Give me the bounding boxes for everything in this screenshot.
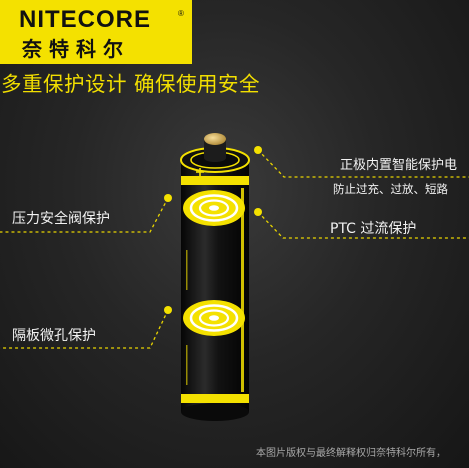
callout-positive-title: 正极内置智能保护电 xyxy=(340,158,458,173)
leader-line-ptc xyxy=(257,211,469,239)
callout-dot-icon xyxy=(254,208,262,216)
target-ring-icon xyxy=(183,190,245,226)
battery-side-stripe xyxy=(241,188,244,392)
callout-dot-icon xyxy=(164,306,172,314)
headline: 多重保护设计 确保使用安全 xyxy=(1,72,261,96)
leader-line-positive xyxy=(257,149,469,178)
battery-side-stripe-thin xyxy=(186,345,188,385)
battery-bottom xyxy=(181,403,249,421)
plus-mark-icon xyxy=(196,168,204,176)
callout-separator: 隔板微孔保护 xyxy=(12,328,96,344)
callout-positive-detail: 防止过充、过放、短路 xyxy=(333,182,448,196)
brand-name: NITECORE xyxy=(19,6,152,33)
callout-dot-icon xyxy=(164,194,172,202)
callout-dot-icon xyxy=(254,146,262,154)
battery-top-band xyxy=(181,176,249,185)
callout-ptc: PTC 过流保护 xyxy=(330,221,417,237)
callout-valve: 压力安全阀保护 xyxy=(12,211,110,227)
battery-side-stripe-thin xyxy=(186,250,188,290)
leader-line-separator xyxy=(0,309,169,349)
brand-name-cn: 奈特科尔 xyxy=(22,37,130,61)
target-ring-icon xyxy=(183,300,245,336)
battery-terminal-base-bottom xyxy=(204,154,226,162)
registered-mark: ® xyxy=(178,9,184,18)
leader-line-valve xyxy=(0,197,169,233)
brand-logo: NITECORE ® 奈特科尔 xyxy=(0,0,192,64)
copyright-notice: 本图片版权与最终解释权归奈特科尔所有， xyxy=(256,448,446,459)
battery-positive-terminal xyxy=(204,133,226,145)
battery-bottom-band xyxy=(181,394,249,403)
